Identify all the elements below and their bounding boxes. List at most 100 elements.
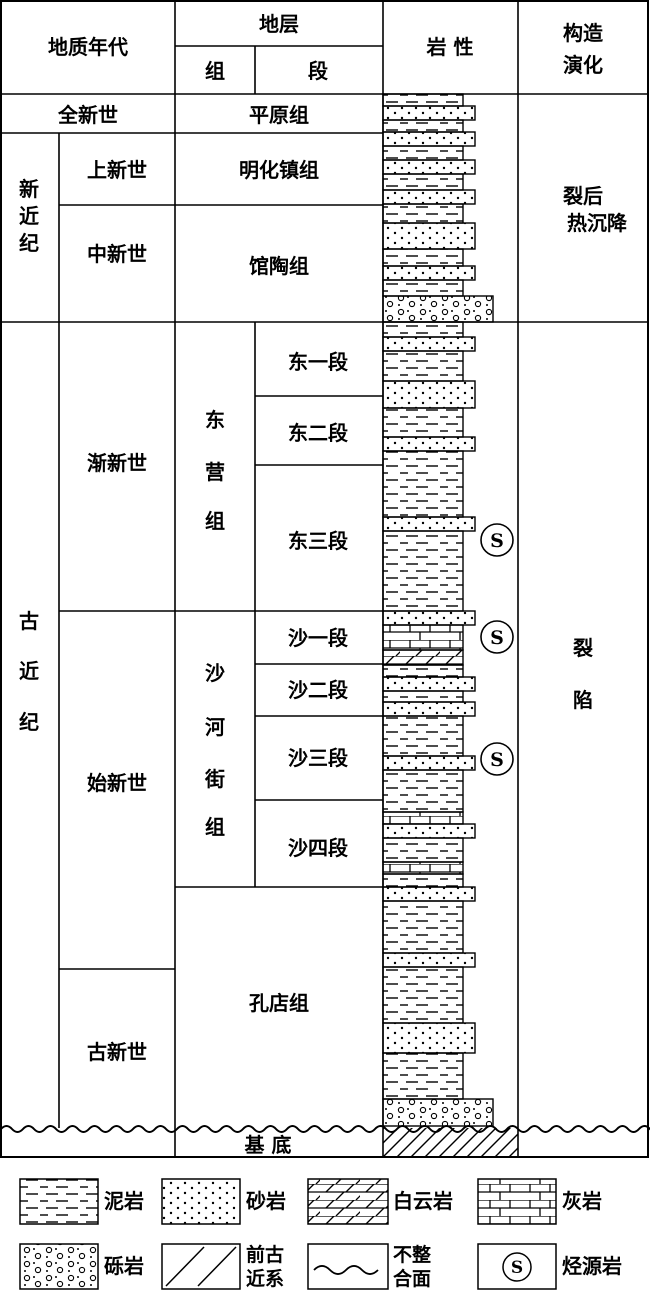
lithology-bed-mud — [382, 715, 464, 757]
member-sha2: 沙二段 — [288, 678, 348, 702]
header-tectonic-1: 构造 — [563, 21, 604, 45]
formation-minghuazhen: 明化镇组 — [239, 158, 319, 182]
lithology-bed-sand — [382, 189, 476, 205]
formation-shahejie-2: 河 — [205, 715, 225, 739]
lithology-bed-sand — [382, 952, 476, 968]
epoch-pliocene: 上新世 — [87, 158, 147, 182]
lithology-bed-sand — [382, 222, 476, 250]
legend-dolomite: 白云岩 — [393, 1189, 453, 1213]
formation-dongying-2: 营 — [205, 460, 225, 484]
svg-text:S: S — [490, 749, 504, 771]
lithology-bed-mud — [382, 837, 464, 863]
epoch-paleocene: 古新世 — [87, 1040, 147, 1064]
lithology-bed-mud — [382, 350, 464, 382]
header-member: 段 — [308, 59, 328, 83]
basement-hatch — [383, 1128, 518, 1157]
legend: 泥岩 砂岩 白云岩 灰岩 砾岩 前古 近系 不整 合面 S 烃源岩 — [19, 1178, 622, 1290]
formation-shahejie-1: 沙 — [205, 661, 225, 685]
header-tectonic-2: 演化 — [563, 53, 603, 77]
basement-label: 基 底 — [245, 1133, 292, 1157]
member-dong2: 东二段 — [288, 421, 348, 445]
unconformity-line — [0, 1125, 650, 1133]
lithology-bed-sand — [382, 676, 476, 692]
legend-limestone-swatch — [477, 1178, 557, 1225]
lithology-bed-mud — [382, 145, 464, 161]
lithology-bed-mud — [382, 690, 464, 703]
tectonic-rifting-1: 裂 — [573, 636, 593, 660]
lithology-bed-mud — [382, 407, 464, 438]
formation-shahejie-3: 街 — [204, 767, 225, 791]
lithology-bed-sand — [382, 265, 476, 281]
formation-shahejie-4: 组 — [205, 815, 225, 839]
member-dong1: 东一段 — [288, 350, 348, 374]
source-rock-marker: S — [480, 742, 514, 776]
member-dong3: 东三段 — [288, 529, 348, 553]
lithology-bed-mud — [382, 93, 464, 107]
lithology-bed-mud — [382, 1052, 464, 1100]
legend-unconformity-1: 不整 — [393, 1243, 431, 1266]
legend-source-rock-swatch — [477, 1243, 557, 1290]
lithology-bed-sand — [382, 701, 476, 717]
lithology-bed-sand — [382, 1022, 476, 1054]
formation-pingyuan: 平原组 — [249, 103, 309, 127]
lithology-bed-cong — [382, 1098, 494, 1127]
legend-pre-paleogene-1: 前古 — [246, 1243, 284, 1266]
lithology-bed-mud — [382, 119, 464, 133]
legend-limestone: 灰岩 — [562, 1189, 602, 1213]
lithology-bed-mud — [382, 900, 464, 954]
lithology-bed-lime — [382, 811, 464, 825]
formation-dongying-1: 东 — [205, 408, 225, 432]
member-sha1: 沙一段 — [288, 626, 348, 650]
lithology-bed-mud — [382, 321, 464, 338]
lithology-bed-sand — [382, 105, 476, 121]
legend-sandstone-swatch — [161, 1178, 241, 1225]
legend-pre-paleogene-2: 近系 — [246, 1268, 284, 1290]
lithology-bed-sand — [382, 610, 476, 626]
tectonic-postrift-1: 裂后 — [563, 184, 603, 208]
lithology-bed-sand — [382, 755, 476, 771]
period-neogene-1: 新 — [19, 177, 39, 201]
period-paleogene-2: 近 — [19, 659, 39, 683]
lithology-bed-mud — [382, 173, 464, 191]
member-sha3: 沙三段 — [288, 746, 348, 770]
lithology-bed-sand — [382, 886, 476, 902]
period-paleogene-1: 古 — [19, 609, 39, 633]
formation-kongdian: 孔店组 — [249, 991, 309, 1015]
svg-text:S: S — [490, 627, 504, 649]
legend-sandstone: 砂岩 — [246, 1189, 286, 1213]
lithology-bed-mud — [382, 203, 464, 224]
legend-mudstone-swatch — [19, 1178, 99, 1225]
epoch-oligocene: 渐新世 — [87, 451, 147, 475]
lithology-column — [382, 93, 518, 1157]
lithology-bed-sand — [382, 436, 476, 452]
lithology-bed-sand — [382, 336, 476, 352]
lithology-bed-sand — [382, 131, 476, 147]
lithology-bed-mud — [382, 664, 464, 678]
lithology-bed-mud — [382, 530, 464, 612]
period-neogene-3: 纪 — [19, 231, 39, 255]
lithology-bed-mud — [382, 279, 464, 297]
formation-guantao: 馆陶组 — [249, 254, 309, 278]
legend-unconformity-swatch — [307, 1243, 389, 1290]
period-neogene-2: 近 — [19, 204, 39, 228]
lithology-bed-lime — [382, 624, 464, 651]
member-sha4: 沙四段 — [288, 836, 348, 860]
legend-source-rock: 烃源岩 — [562, 1254, 622, 1278]
lithology-bed-mud — [382, 450, 464, 518]
legend-conglomerate: 砾岩 — [104, 1254, 144, 1278]
lithology-bed-mud — [382, 248, 464, 267]
lithology-bed-sand — [382, 823, 476, 839]
svg-text:S: S — [511, 1258, 523, 1278]
lithology-bed-mud — [382, 769, 464, 813]
lithology-bed-cong — [382, 295, 494, 323]
source-rock-marker: S — [480, 620, 514, 654]
header-formation: 组 — [205, 59, 225, 83]
tectonic-postrift-2: 热沉降 — [567, 211, 628, 235]
legend-conglomerate-swatch — [19, 1243, 99, 1290]
legend-pre-paleogene-swatch — [161, 1243, 241, 1290]
epoch-holocene: 全新世 — [57, 103, 118, 127]
table-grid — [0, 0, 649, 1158]
lithology-bed-dolo — [382, 649, 464, 666]
legend-dolomite-swatch — [307, 1178, 389, 1225]
header-strata: 地层 — [259, 12, 299, 36]
